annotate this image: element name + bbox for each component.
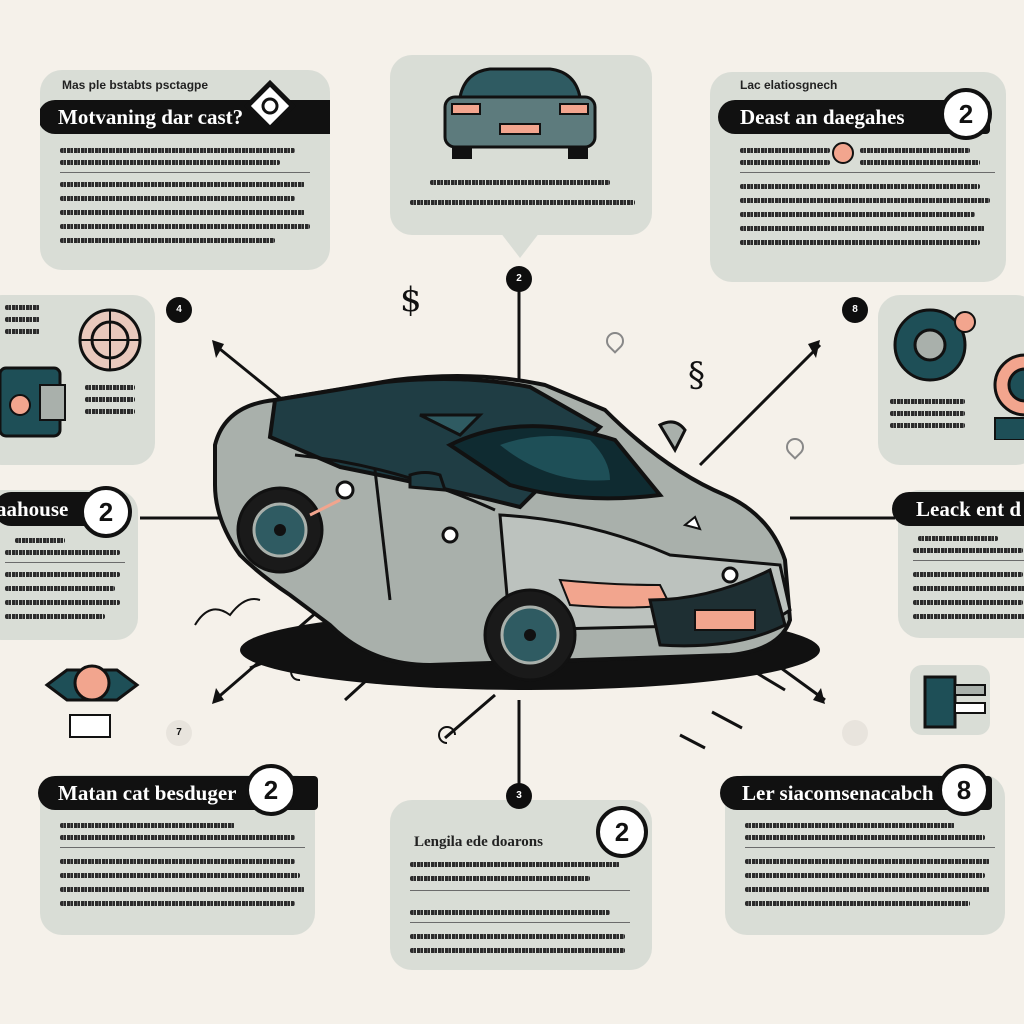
- plug-icon: [44, 664, 140, 738]
- callout-node-upper-right: 8: [842, 297, 868, 323]
- panel-kicker: Mas ple bstabts psctagpe: [62, 78, 209, 92]
- callout-node-lower-right: [842, 720, 868, 746]
- dollar-icon: $: [400, 280, 422, 320]
- phone-device-icon: [910, 665, 990, 735]
- panel-title: Leack ent d: [892, 492, 1024, 526]
- panel-badge: 2: [940, 88, 992, 140]
- panel-badge: 2: [596, 806, 648, 858]
- callout-node-lower-left: 7: [166, 720, 192, 746]
- engine-box-icon: [0, 366, 66, 438]
- gauge-icon: [993, 353, 1024, 440]
- section-icon: §: [688, 355, 705, 395]
- callout-node-bottom: 3: [506, 783, 532, 809]
- panel-badge: 2: [80, 486, 132, 538]
- car-illustration: [213, 374, 820, 690]
- callout-node-top: 2: [506, 266, 532, 292]
- diamond-target-icon: [243, 79, 297, 133]
- target-gauge-icon: [78, 308, 142, 372]
- wheel-icon: [893, 308, 976, 382]
- salmon-dot-icon: [832, 142, 854, 164]
- panel-badge: 8: [938, 764, 990, 816]
- car-rear-icon: [443, 67, 597, 159]
- panel-badge: 2: [245, 764, 297, 816]
- panel-title: Lengila ede doarons: [414, 834, 543, 850]
- callout-node-upper-left: 4: [166, 297, 192, 323]
- panel-kicker: Lac elatiosgnech: [740, 78, 838, 92]
- panel-top-center-pointer: [500, 232, 540, 258]
